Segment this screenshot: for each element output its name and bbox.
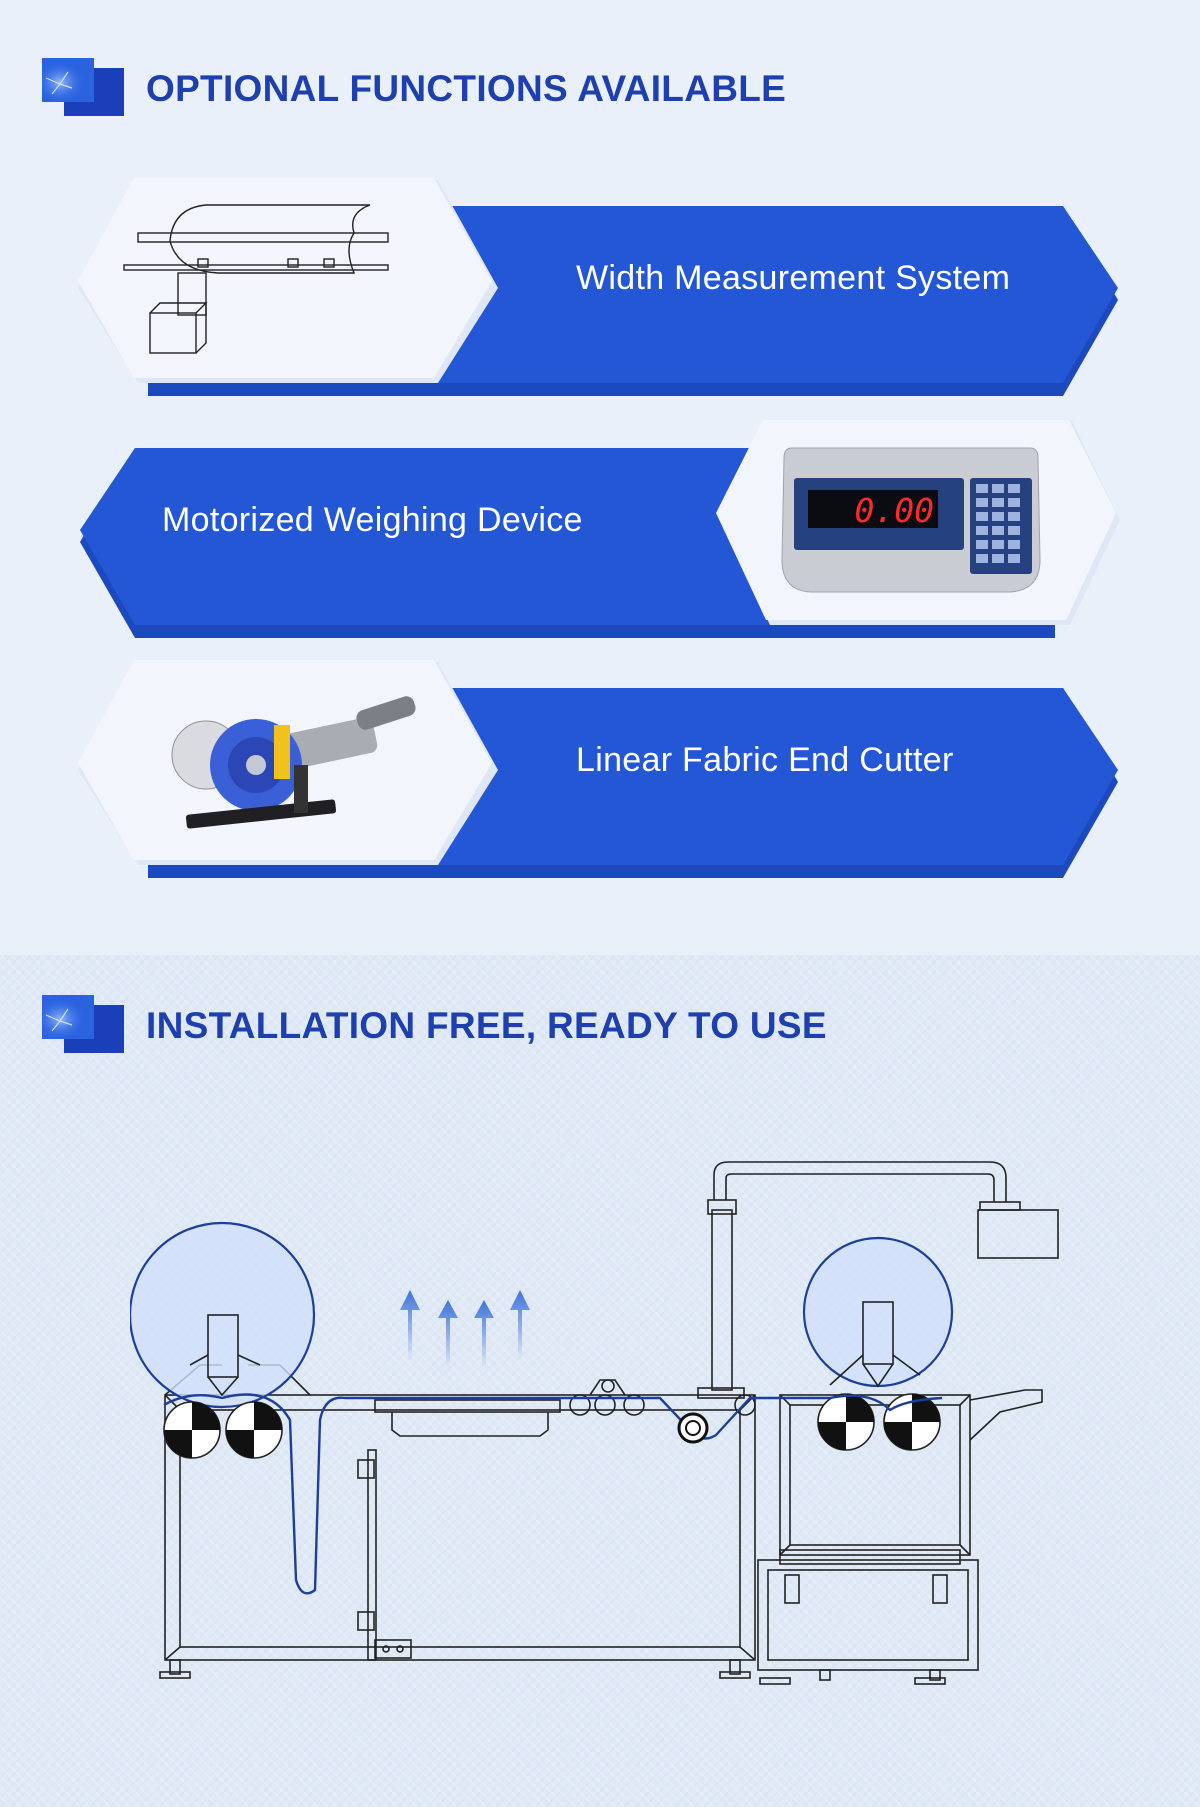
fabric-cutter-icon xyxy=(171,696,416,829)
section-title: OPTIONAL FUNCTIONS AVAILABLE xyxy=(146,68,787,109)
optional-functions-heading: OPTIONAL FUNCTIONS AVAILABLE xyxy=(42,58,786,120)
feature-banner-end-cutter: Linear Fabric End Cutter xyxy=(78,660,1200,878)
roller-group-right xyxy=(817,1393,941,1451)
weight-display-value: 0.00 xyxy=(855,491,934,530)
feature-label: Linear Fabric End Cutter xyxy=(576,740,954,779)
installation-heading: INSTALLATION FREE, READY TO USE xyxy=(42,995,827,1057)
brand-cube-icon xyxy=(42,995,124,1053)
left-frame xyxy=(164,1394,756,1661)
width-sensor-drawing-icon xyxy=(123,204,389,354)
feature-label: Motorized Weighing Device xyxy=(162,500,583,539)
roller-group-left xyxy=(163,1401,283,1459)
section-title: INSTALLATION FREE, READY TO USE xyxy=(146,1005,827,1046)
fabric-path-line xyxy=(163,1393,943,1595)
feature-banner-weighing-device: 0.00 Motorized Weighing Device xyxy=(80,420,1200,638)
feature-banner-width-measurement: Width Measurement System xyxy=(78,178,1200,396)
feature-label: Width Measurement System xyxy=(576,258,1011,297)
brand-cube-icon xyxy=(42,58,124,116)
inspection-machine-diagram xyxy=(130,1161,1059,1685)
weighing-indicator-icon: 0.00 xyxy=(781,447,1041,593)
upward-arrows-icon xyxy=(400,1290,530,1368)
